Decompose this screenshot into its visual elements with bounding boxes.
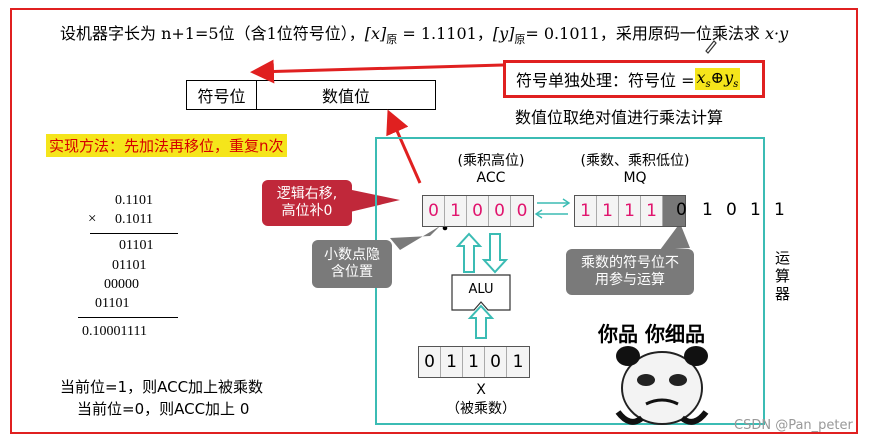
mq-title: (乘数、乘积低位)MQ [580, 153, 690, 186]
problem-statement: 设机器字长为 n+1=5位（含1位符号位），[x]原 = 1.1101，[y]原… [60, 24, 789, 47]
acc-bit: 0 [467, 196, 489, 226]
x-bit: 1 [507, 347, 529, 377]
pencil-icon [705, 40, 717, 54]
point-callout-pointer [390, 226, 440, 250]
alu-label: ALU [468, 282, 494, 297]
binary-point-callout: 小数点隐含位置 [312, 240, 392, 288]
x-bit: 1 [441, 347, 463, 377]
rule-bit-zero: 当前位=0，则ACC加上 0 [77, 400, 250, 418]
mq-bit: 1 [619, 196, 641, 226]
x-bit: 0 [419, 347, 441, 377]
acc-mq-transfer [534, 198, 571, 219]
mq-trailing-bit: 0 [726, 200, 737, 220]
alu-acc-arrows [455, 232, 509, 339]
magnitude-note: 数值位取绝对值进行乘法计算 [515, 108, 724, 127]
multiplicand: 0.1101 [115, 193, 153, 208]
x-bit: 1 [463, 347, 485, 377]
partial-product-3: 00000 [104, 277, 139, 292]
multiplier: 0.1011 [115, 212, 153, 227]
mq-sign-bit [663, 196, 685, 226]
acc-bit: 0 [489, 196, 511, 226]
meme-caption: 你品 你细品 [598, 322, 705, 346]
acc-bit: 0 [423, 196, 445, 226]
x-title: X（被乘数） [446, 382, 516, 417]
product-result: 0.10001111 [82, 324, 147, 339]
x-bit: 0 [485, 347, 507, 377]
acc-title: (乘积高位)ACC [457, 153, 525, 186]
partial-product-4: 01101 [95, 296, 130, 311]
method-label: 实现方法：先加法再移位，重复n次 [46, 134, 287, 157]
mq-bit: 1 [575, 196, 597, 226]
mq-trailing-bit: 1 [702, 200, 713, 220]
partial-product-1: 01101 [119, 238, 154, 253]
panda-meme-image [615, 346, 709, 425]
sign-bit-callout: 乘数的符号位不用参与运算 [566, 249, 694, 295]
alu-shape [451, 274, 511, 311]
value-bits-cell: 数值位 [321, 87, 370, 106]
mq-bit: 1 [641, 196, 663, 226]
calc-rule-bottom [78, 317, 178, 318]
rule-bit-one: 当前位=1，则ACC加上被乘数 [60, 378, 264, 396]
times-sign: × [88, 211, 97, 227]
mq-bit: 1 [597, 196, 619, 226]
sign-handling-box: 符号单独处理：符号位 = xs⊕ys [503, 60, 765, 98]
outer-frame [10, 8, 858, 434]
shift-callout: 逻辑右移,高位补0 [262, 180, 352, 226]
mq-register: 1 1 1 1 [574, 195, 686, 227]
watermark: CSDN @Pan_peter [734, 418, 853, 433]
mq-trailing-bit: 0 [676, 200, 687, 220]
acc-bit: 1 [445, 196, 467, 226]
sign-bit-cell: 符号位 [187, 81, 257, 109]
partial-product-2: 01101 [112, 258, 147, 273]
calc-rule-top [90, 233, 178, 234]
sign-to-format-arrow [250, 59, 504, 84]
x-register: 0 1 1 0 1 [418, 346, 530, 378]
sign-callout-pointer [660, 223, 690, 250]
arithmetic-unit-label: 运算器 [773, 250, 791, 304]
bit-format: 符号位 数值位 [186, 80, 436, 110]
acc-to-format-arrow [386, 109, 422, 184]
acc-register: 0 1 0 0 0 [422, 195, 534, 227]
mq-trailing-bit: 1 [774, 200, 785, 220]
sign-formula: xs⊕ys [694, 67, 741, 91]
mq-trailing-bit: 1 [750, 200, 761, 220]
acc-bit: 0 [511, 196, 533, 226]
